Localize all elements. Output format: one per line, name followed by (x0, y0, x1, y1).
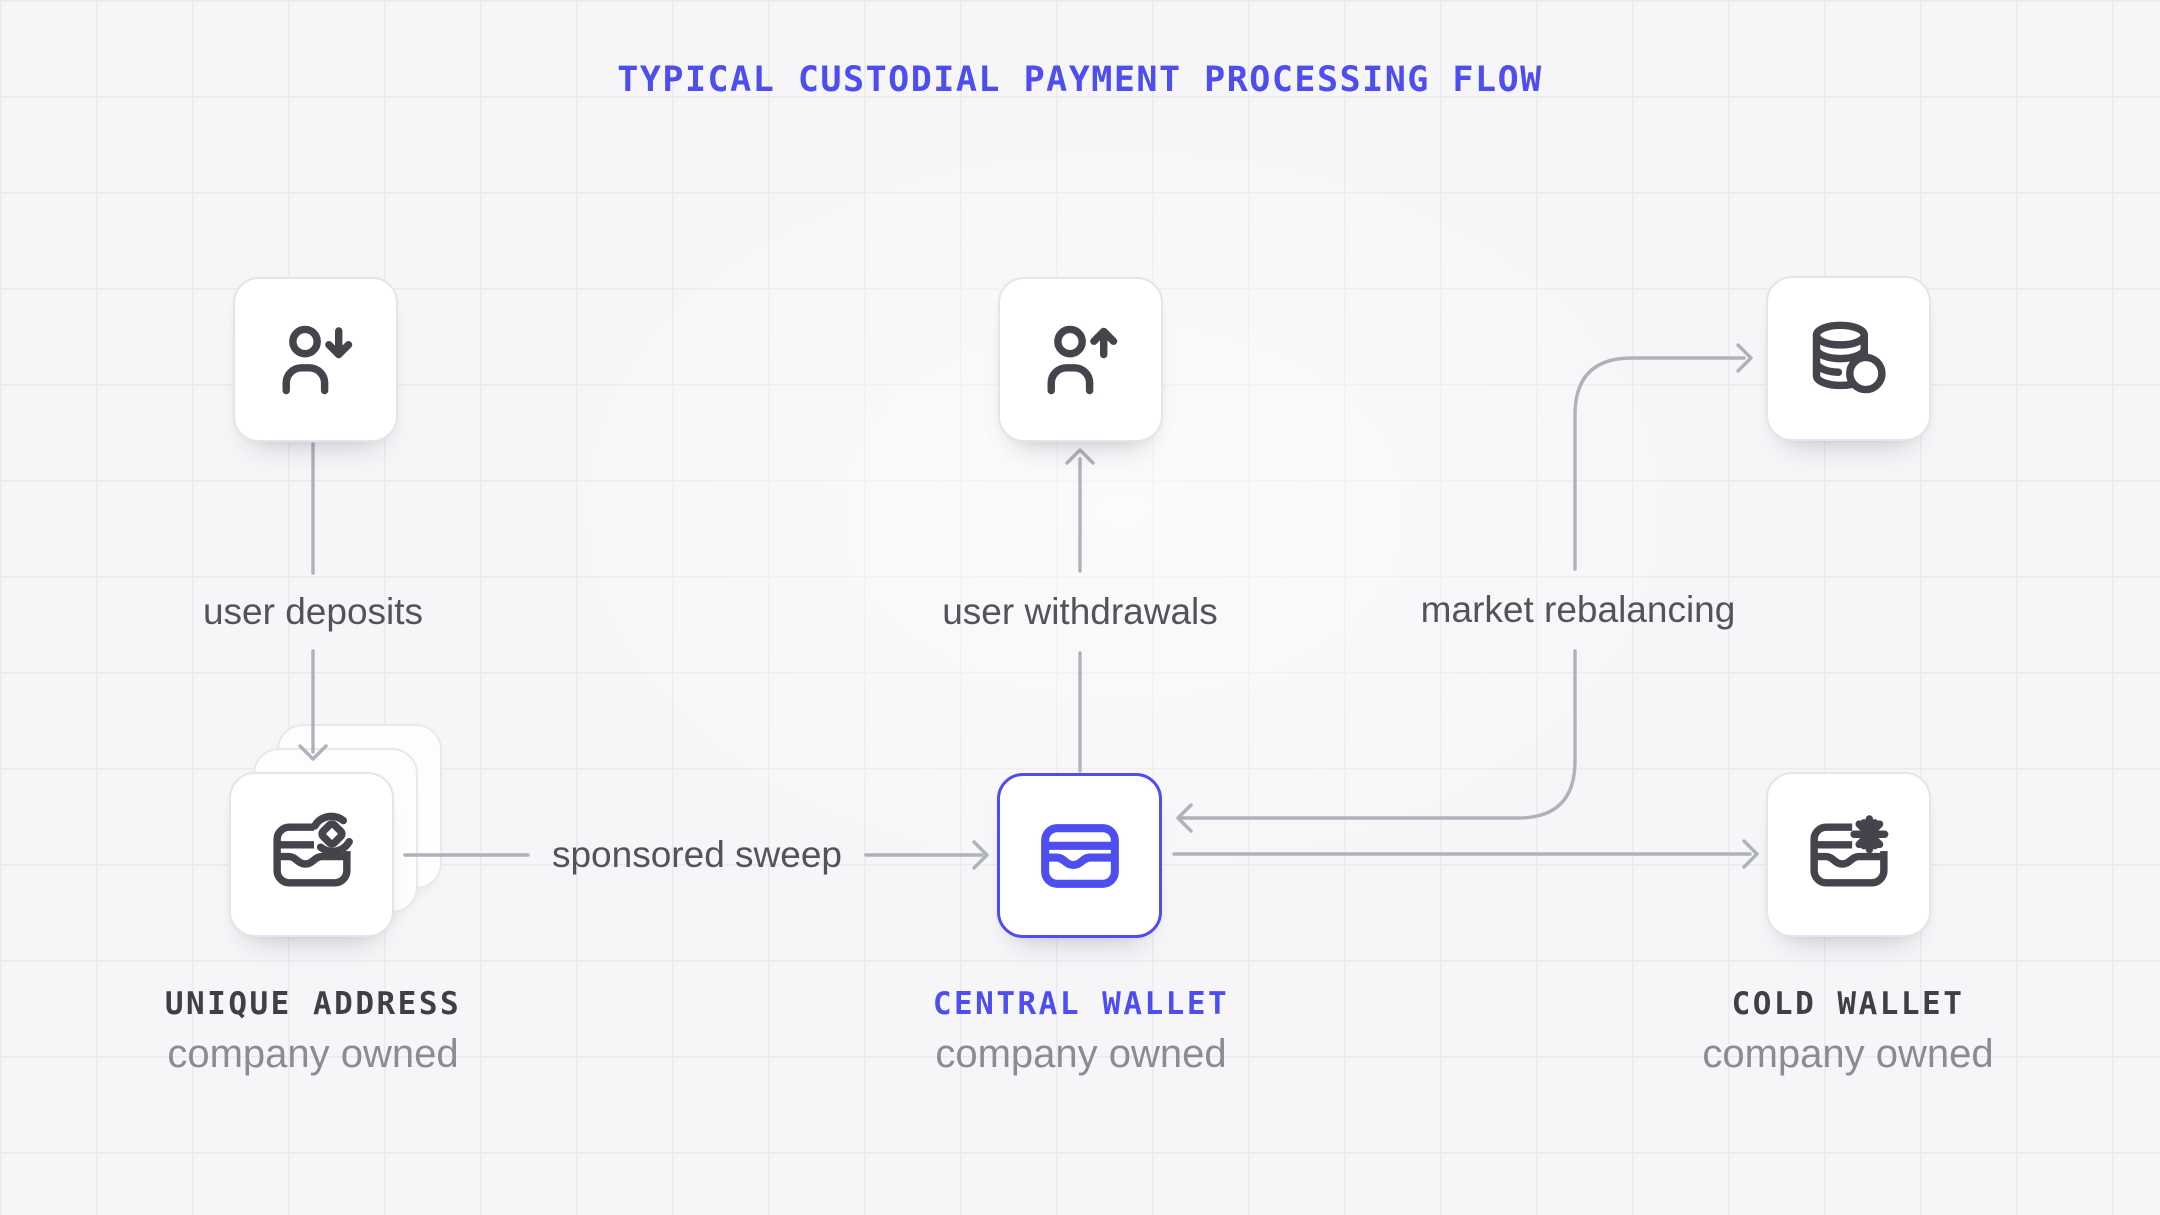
node-unique-address-card (229, 772, 394, 937)
wallet-snowflake-icon (1809, 812, 1896, 887)
central-wallet-title: CENTRAL WALLET (932, 986, 1230, 1022)
node-central-wallet-card (997, 773, 1162, 938)
unique-address-title: UNIQUE ADDRESS (164, 986, 462, 1022)
edge-label-sponsored-sweep: sponsored sweep (551, 834, 843, 875)
unique-address-subtitle: company owned (167, 1032, 459, 1076)
user-arrow-up-icon (1047, 325, 1117, 394)
node-label-cold-wallet: COLD WALLET company owned (1702, 986, 1993, 1077)
central-wallet-subtitle: company owned (935, 1032, 1227, 1076)
wallet-token-icon (272, 812, 359, 887)
user-arrow-down-icon (282, 325, 352, 394)
node-market-card (1766, 276, 1931, 441)
edge-label-user-deposits: user deposits (202, 591, 424, 632)
coins-icon (1812, 321, 1886, 393)
edge-market-rebalancing-line (1573, 356, 1746, 571)
cold-wallet-title: COLD WALLET (1731, 986, 1965, 1022)
node-label-unique-address: UNIQUE ADDRESS company owned (165, 986, 461, 1077)
edge-label-user-withdrawals: user withdrawals (942, 591, 1218, 632)
node-user-deposit-card (233, 277, 398, 442)
node-label-central-wallet: CENTRAL WALLET company owned (933, 986, 1229, 1077)
wallet-icon (1040, 823, 1119, 888)
edge-label-market-rebalancing: market rebalancing (1420, 589, 1736, 630)
node-cold-wallet-card (1766, 772, 1931, 937)
node-user-withdrawal-card (998, 277, 1163, 442)
cold-wallet-subtitle: company owned (1702, 1032, 1994, 1076)
edge-market-rebalancing-return-line (1178, 649, 1577, 820)
diagram-title: TYPICAL CUSTODIAL PAYMENT PROCESSING FLO… (617, 60, 1543, 100)
